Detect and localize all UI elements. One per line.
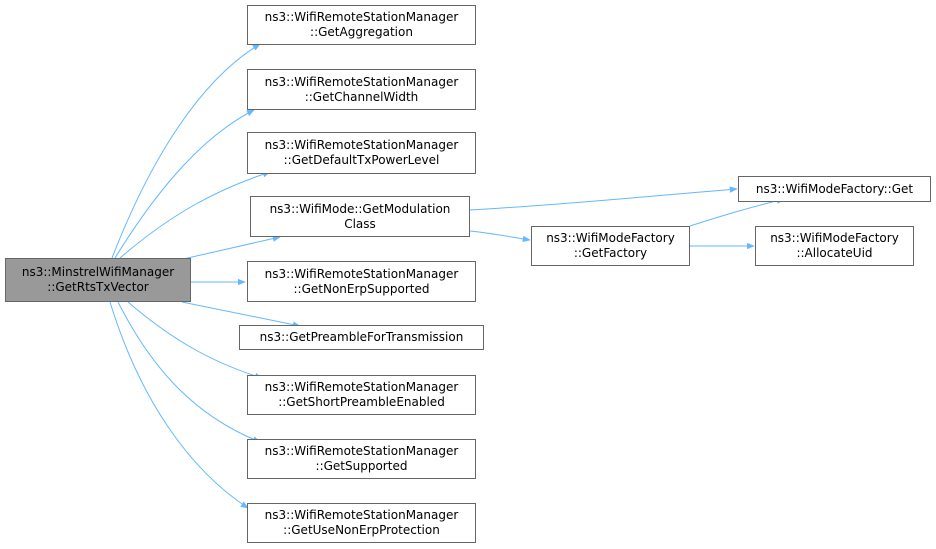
node-label-line2: ::GetUseNonErpProtection bbox=[283, 523, 440, 537]
edge-root-to-getdefaulttxpowerlevel bbox=[119, 171, 271, 259]
edge-getmodulationclass-to-get bbox=[469, 186, 738, 211]
edge-root-to-getpreamblefortransmission bbox=[181, 301, 301, 328]
edge-getmodulationclass-to-getfactory bbox=[469, 230, 531, 243]
node-getnonerpsupported[interactable]: ns3::WifiRemoteStationManager ::GetNonEr… bbox=[247, 261, 476, 302]
node-getsupported[interactable]: ns3::WifiRemoteStationManager ::GetSuppo… bbox=[247, 439, 476, 479]
node-label-line1: ns3::WifiRemoteStationManager bbox=[264, 138, 459, 152]
edge-root-to-getsupported bbox=[117, 301, 261, 443]
node-label-line2: Class bbox=[344, 216, 376, 231]
node-label-line1: ns3::GetPreambleForTransmission bbox=[259, 330, 464, 344]
edge-root-to-getusenonerpprotection bbox=[109, 301, 249, 509]
node-label-line2: ::GetAggregation bbox=[310, 25, 413, 39]
node-label-line1: ns3::WifiModeFactory bbox=[546, 231, 675, 245]
node-label-line1: ns3::MinstrelWifiManager bbox=[21, 265, 175, 279]
node-label-line2: ::GetChannelWidth bbox=[304, 89, 419, 104]
node-wifimodefactory-getfactory[interactable]: ns3::WifiModeFactory ::GetFactory bbox=[531, 226, 690, 266]
node-label-line1: ns3::WifiRemoteStationManager bbox=[264, 380, 459, 394]
edge-root-to-getshortpreambleenabled bbox=[127, 301, 263, 379]
node-getusenonerpprotection[interactable]: ns3::WifiRemoteStationManager ::GetUseNo… bbox=[247, 503, 476, 543]
node-label-line2: ::AllocateUid bbox=[796, 246, 873, 260]
node-label-line1: ns3::WifiRemoteStationManager bbox=[264, 74, 459, 89]
edge-getfactory-to-get bbox=[689, 197, 785, 227]
node-label-line2: ::GetShortPreambleEnabled bbox=[278, 395, 445, 409]
node-getshortpreambleenabled[interactable]: ns3::WifiRemoteStationManager ::GetShort… bbox=[247, 375, 476, 415]
node-label-line2: ::GetFactory bbox=[573, 246, 648, 260]
node-wifimodefactory-allocateuid[interactable]: ns3::WifiModeFactory ::AllocateUid bbox=[755, 226, 914, 266]
node-getaggregation[interactable]: ns3::WifiRemoteStationManager ::GetAggre… bbox=[247, 5, 476, 45]
node-wifimodefactory-get[interactable]: ns3::WifiModeFactory::Get bbox=[738, 176, 931, 202]
node-label-line1: ns3::WifiRemoteStationManager bbox=[264, 10, 459, 24]
node-getpreamblefortransmission[interactable]: ns3::GetPreambleForTransmission bbox=[239, 325, 484, 350]
node-label-line1: ns3::WifiRemoteStationManager bbox=[264, 508, 459, 522]
node-label-line1: ns3::WifiMode::GetModulation bbox=[269, 201, 451, 216]
node-label-line1: ns3::WifiRemoteStationManager bbox=[264, 266, 459, 281]
node-getchannelwidth[interactable]: ns3::WifiRemoteStationManager ::GetChann… bbox=[247, 69, 476, 110]
node-label-line1: ns3::WifiRemoteStationManager bbox=[264, 444, 459, 458]
edge-root-to-getchannelwidth bbox=[114, 109, 255, 259]
node-label-line2: ::GetDefaultTxPowerLevel bbox=[283, 153, 440, 167]
node-label-line2: ::GetSupported bbox=[315, 459, 408, 473]
node-label-line1: ns3::WifiModeFactory::Get bbox=[755, 181, 914, 196]
node-getdefaulttxpowerlevel[interactable]: ns3::WifiRemoteStationManager ::GetDefau… bbox=[247, 132, 476, 174]
edge-root-to-getaggregation bbox=[111, 43, 261, 259]
node-label-line2: ::GetNonErpSupported bbox=[293, 281, 430, 296]
node-label-line1: ns3::WifiModeFactory bbox=[770, 231, 899, 245]
node-minstrel-getrtstxvector: ns3::MinstrelWifiManager ::GetRtsTxVecto… bbox=[5, 258, 191, 302]
node-getmodulationclass[interactable]: ns3::WifiMode::GetModulation Class bbox=[250, 196, 470, 237]
node-label-line2: ::GetRtsTxVector bbox=[47, 280, 149, 294]
